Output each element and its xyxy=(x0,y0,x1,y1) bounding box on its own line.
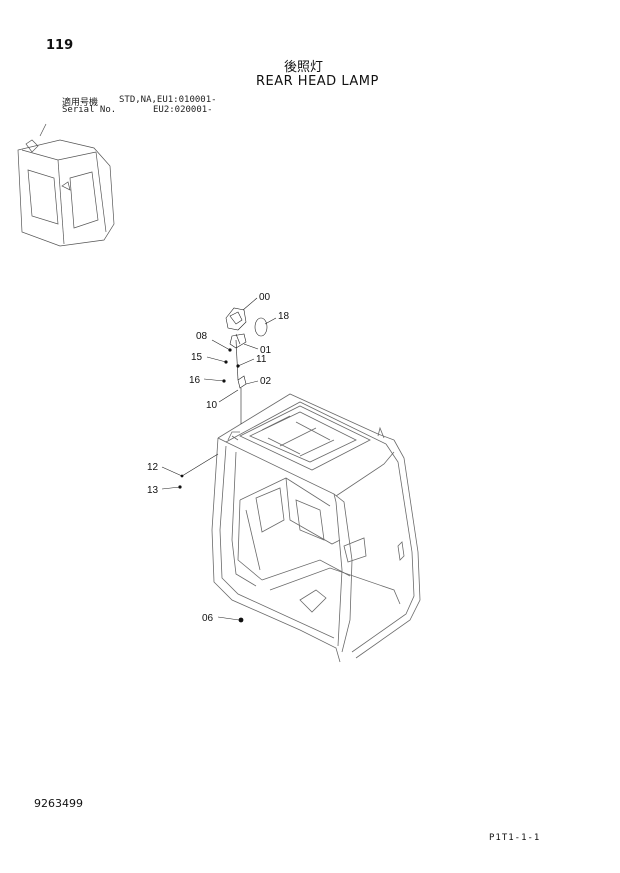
part-label-01: 01 xyxy=(260,345,272,356)
title-japanese: 後照灯 xyxy=(284,60,324,75)
serial-code-line-1: STD,NA,EU1:010001- xyxy=(119,95,217,105)
part-label-08: 08 xyxy=(196,331,208,342)
serial-code-line-2: EU2:020001- xyxy=(153,105,213,115)
fastener-dots xyxy=(178,348,244,623)
part-label-06: 06 xyxy=(202,613,214,624)
page-code: P1T1-1-1 xyxy=(489,833,541,843)
serial-label-english: Serial No. xyxy=(62,105,117,115)
title-english: REAR HEAD LAMP xyxy=(256,74,379,89)
serial-label-japanese: 適用号機 xyxy=(62,98,99,108)
cab-outline xyxy=(211,393,421,663)
locator-thumbnail xyxy=(17,123,115,247)
lamp-assembly xyxy=(225,307,268,424)
page-number: 119 xyxy=(46,38,74,53)
drawing-number: 9263499 xyxy=(34,797,83,810)
part-label-11: 11 xyxy=(256,354,267,365)
part-label-15: 15 xyxy=(191,352,203,363)
leader-lines xyxy=(161,297,277,621)
part-label-00: 00 xyxy=(259,292,271,303)
part-label-18: 18 xyxy=(278,311,290,322)
part-labels: 00 18 08 01 15 11 16 02 10 12 13 06 xyxy=(147,292,290,624)
part-label-02: 02 xyxy=(260,376,272,387)
part-label-10: 10 xyxy=(206,400,218,411)
part-label-12: 12 xyxy=(147,462,159,473)
part-label-16: 16 xyxy=(189,375,201,386)
part-label-13: 13 xyxy=(147,485,159,496)
